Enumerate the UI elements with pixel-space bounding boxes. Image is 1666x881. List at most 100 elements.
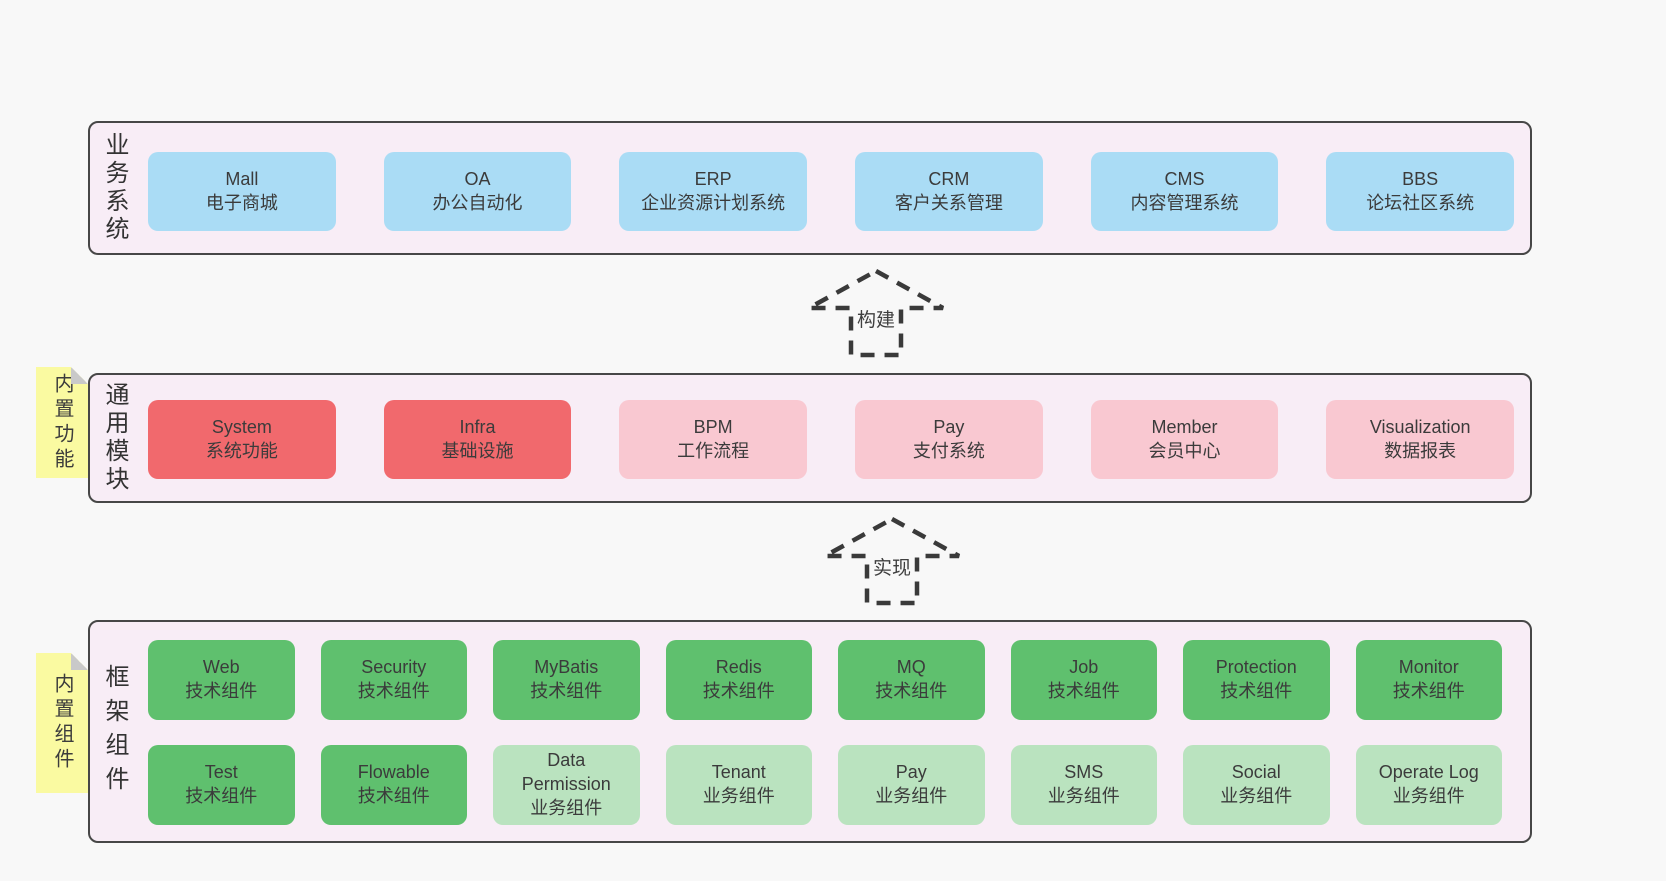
- module-name-zh: 办公自动化: [432, 192, 523, 213]
- module-name-zh: 业务组件: [1047, 786, 1120, 806]
- module-box-operate-log: Operate Log 业务组件: [1355, 745, 1502, 825]
- module-name-en: CMS: [1164, 168, 1205, 189]
- module-name-en: Monitor: [1398, 657, 1459, 678]
- module-name-zh: 业务组件: [702, 786, 775, 806]
- module-name-en: ERP: [694, 168, 732, 189]
- up-arrow-icon: [807, 268, 945, 358]
- build-arrow-label: 构建: [853, 310, 899, 332]
- tier-business-systems: 业务系统 Mall 电子商城 OA 办公自动化 ERP 企业资源计划系统 CRM…: [88, 121, 1532, 255]
- module-name-en: SMS: [1064, 762, 1104, 783]
- sticky-note-builtin-components: 内置组件: [36, 653, 88, 793]
- up-arrow-icon: [823, 516, 961, 606]
- module-name-en: Pay: [895, 762, 927, 783]
- module-name-zh: 技术组件: [702, 681, 775, 701]
- module-name-en: Data Permission: [521, 750, 611, 795]
- module-box-test: Test 技术组件: [148, 745, 295, 825]
- module-name-en: BPM: [693, 416, 733, 437]
- module-name-zh: 支付系统: [912, 440, 985, 461]
- module-box-job: Job 技术组件: [1010, 640, 1157, 720]
- module-name-zh: 内容管理系统: [1130, 192, 1239, 213]
- box-row: Test 技术组件 Flowable 技术组件 Data Permission …: [148, 745, 1502, 825]
- module-name-zh: 业务组件: [1392, 786, 1465, 806]
- module-name-en: Pay: [933, 416, 965, 437]
- module-name-en: Tenant: [711, 762, 766, 783]
- module-name-zh: 技术组件: [357, 786, 430, 806]
- module-box-mall: Mall 电子商城: [148, 152, 336, 231]
- tier-common-modules-label: 通用模块: [101, 382, 128, 494]
- module-box-tenant: Tenant 业务组件: [665, 745, 812, 825]
- module-name-zh: 客户关系管理: [894, 192, 1003, 213]
- module-name-zh: 业务组件: [875, 786, 948, 806]
- tier-common-modules: 通用模块 System 系统功能 Infra 基础设施 BPM 工作流程 Pay…: [88, 373, 1532, 503]
- box-row: Web 技术组件 Security 技术组件 MyBatis 技术组件 Redi…: [148, 640, 1502, 720]
- module-box-monitor: Monitor 技术组件: [1355, 640, 1502, 720]
- build-arrow: 构建: [806, 267, 946, 359]
- module-box-oa: OA 办公自动化: [383, 152, 572, 231]
- module-name-zh: 基础设施: [441, 440, 514, 461]
- module-name-en: Job: [1069, 657, 1099, 678]
- module-box-bpm: BPM 工作流程: [619, 400, 808, 479]
- module-name-zh: 数据报表: [1384, 440, 1457, 461]
- module-name-zh: 技术组件: [357, 681, 430, 701]
- tier-framework-components-label: 框架组件: [101, 663, 128, 800]
- module-box-crm: CRM 客户关系管理: [855, 152, 1043, 231]
- module-name-en: Infra: [459, 416, 496, 437]
- sticky-note-builtin-functions: 内置功能: [36, 367, 88, 478]
- tier-framework-components: 框架组件 Web 技术组件 Security 技术组件 MyBatis 技术组件…: [88, 620, 1532, 843]
- implement-arrow-label: 实现: [869, 558, 915, 580]
- module-name-en: Member: [1151, 416, 1218, 437]
- module-name-zh: 技术组件: [1220, 681, 1293, 701]
- implement-arrow: 实现: [822, 515, 962, 607]
- module-name-en: Web: [202, 657, 240, 678]
- module-box-bbs: BBS 论坛社区系统: [1326, 152, 1515, 231]
- module-box-system: System 系统功能: [148, 400, 336, 479]
- module-box-social: Social 业务组件: [1183, 745, 1330, 825]
- module-box-pay: Pay 支付系统: [855, 400, 1043, 479]
- module-box-erp: ERP 企业资源计划系统: [619, 152, 808, 231]
- module-box-data-permission: Data Permission 业务组件: [493, 745, 640, 825]
- module-name-en: Test: [204, 762, 238, 783]
- module-name-zh: 技术组件: [185, 681, 258, 701]
- module-name-en: Social: [1231, 762, 1281, 783]
- module-name-zh: 电子商城: [205, 192, 278, 213]
- module-box-member: Member 会员中心: [1090, 400, 1279, 479]
- module-box-visualization: Visualization 数据报表: [1326, 400, 1515, 479]
- box-row: System 系统功能 Infra 基础设施 BPM 工作流程 Pay 支付系统…: [148, 400, 1515, 479]
- module-box-mq: MQ 技术组件: [838, 640, 985, 720]
- module-name-en: Operate Log: [1378, 762, 1479, 783]
- module-name-en: Visualization: [1369, 416, 1471, 437]
- module-name-zh: 技术组件: [1392, 681, 1465, 701]
- module-name-en: Mall: [225, 168, 259, 189]
- module-name-en: BBS: [1402, 168, 1439, 189]
- sticky-note-text: 内置功能: [51, 372, 73, 473]
- module-box-protection: Protection 技术组件: [1183, 640, 1330, 720]
- module-name-en: CRM: [928, 168, 970, 189]
- module-name-zh: 技术组件: [185, 786, 258, 806]
- box-row: Mall 电子商城 OA 办公自动化 ERP 企业资源计划系统 CRM 客户关系…: [148, 152, 1515, 231]
- module-box-web: Web 技术组件: [148, 640, 295, 720]
- module-name-en: OA: [464, 168, 491, 189]
- module-name-zh: 业务组件: [1220, 786, 1293, 806]
- module-box-flowable: Flowable 技术组件: [320, 745, 467, 825]
- module-box-sms: SMS 业务组件: [1010, 745, 1157, 825]
- module-box-security: Security 技术组件: [320, 640, 467, 720]
- module-name-en: System: [211, 416, 272, 437]
- module-name-en: Security: [361, 657, 427, 678]
- module-box-redis: Redis 技术组件: [665, 640, 812, 720]
- module-name-zh: 技术组件: [530, 681, 603, 701]
- sticky-note-text: 内置组件: [51, 673, 73, 773]
- module-name-en: Protection: [1215, 657, 1297, 678]
- module-box-cms: CMS 内容管理系统: [1090, 152, 1279, 231]
- module-name-en: MQ: [896, 657, 926, 678]
- module-name-zh: 技术组件: [875, 681, 948, 701]
- module-name-zh: 业务组件: [530, 797, 603, 818]
- module-name-en: Redis: [715, 657, 762, 678]
- module-name-en: Flowable: [357, 762, 430, 783]
- module-name-zh: 会员中心: [1148, 440, 1221, 461]
- module-name-en: MyBatis: [534, 657, 599, 678]
- module-box-pay: Pay 业务组件: [838, 745, 985, 825]
- module-name-zh: 技术组件: [1047, 681, 1120, 701]
- module-name-zh: 论坛社区系统: [1366, 192, 1475, 213]
- module-box-mybatis: MyBatis 技术组件: [493, 640, 640, 720]
